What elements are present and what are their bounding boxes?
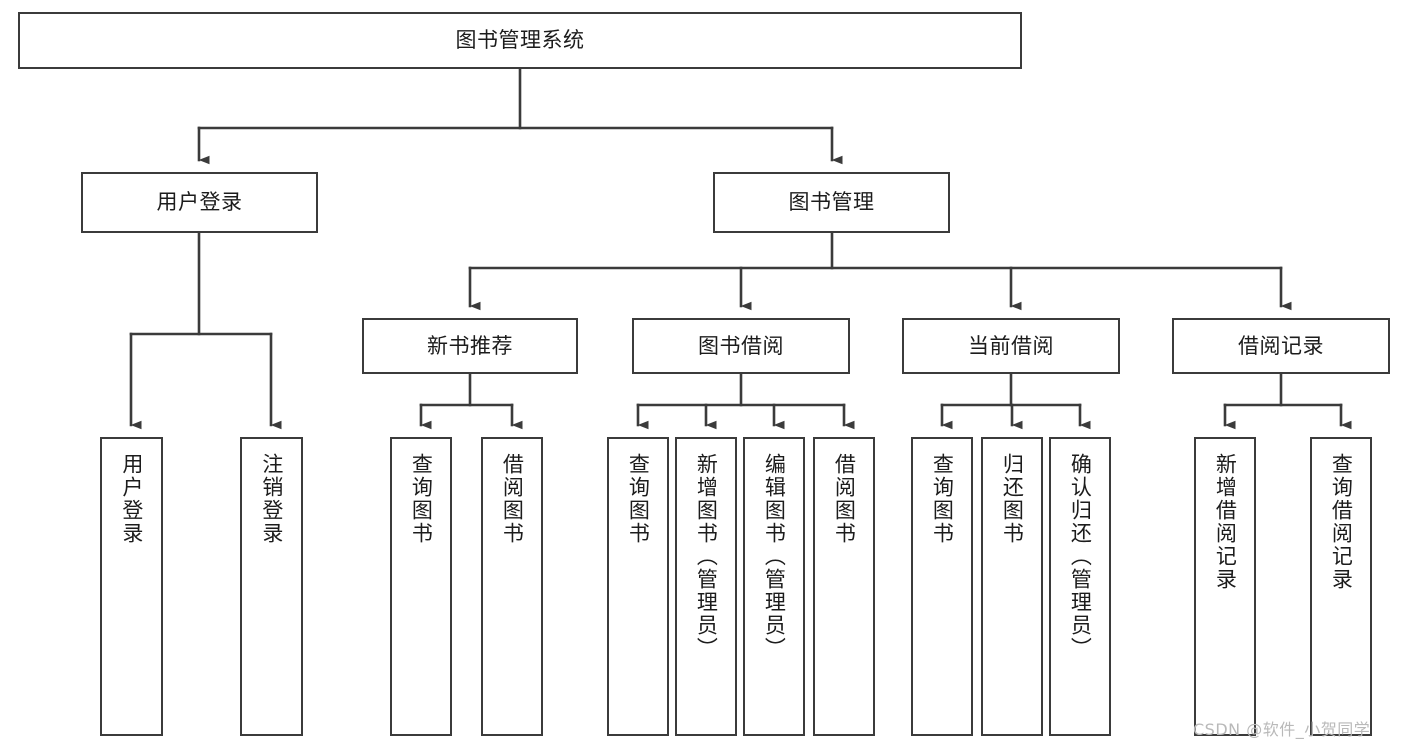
node-leaf-edit-book-admin[interactable]: 编辑图书（管理员）: [743, 437, 805, 736]
node-label: 查询图书: [409, 453, 434, 545]
node-leaf-logout[interactable]: 注销登录: [240, 437, 303, 736]
node-label: 借阅图书: [500, 453, 525, 545]
node-leaf-confirm-return-admin[interactable]: 确认归还（管理员）: [1049, 437, 1111, 736]
node-label: 用户登录: [156, 190, 243, 215]
node-label: 用户登录: [119, 453, 144, 545]
node-label: 当前借阅: [968, 333, 1054, 358]
node-leaf-return-book[interactable]: 归还图书: [981, 437, 1043, 736]
node-root-system[interactable]: 图书管理系统: [18, 12, 1022, 69]
node-label: 查询图书: [626, 453, 651, 545]
node-book-borrow[interactable]: 图书借阅: [632, 318, 850, 374]
node-leaf-borrow-book-recommend[interactable]: 借阅图书: [481, 437, 543, 736]
node-label: 图书管理: [788, 190, 875, 215]
node-current-borrow[interactable]: 当前借阅: [902, 318, 1120, 374]
node-label: 注销登录: [259, 453, 284, 545]
node-leaf-query-book-current[interactable]: 查询图书: [911, 437, 973, 736]
node-label: 图书借阅: [698, 333, 784, 358]
node-leaf-query-book-borrow[interactable]: 查询图书: [607, 437, 669, 736]
node-leaf-add-book-admin[interactable]: 新增图书（管理员）: [675, 437, 737, 736]
node-label: 查询借阅记录: [1329, 453, 1354, 591]
node-label: 新书推荐: [427, 333, 513, 358]
node-label: 编辑图书（管理员）: [762, 453, 787, 660]
node-borrow-record[interactable]: 借阅记录: [1172, 318, 1390, 374]
node-leaf-query-book-recommend[interactable]: 查询图书: [390, 437, 452, 736]
node-label: 借阅记录: [1238, 333, 1324, 358]
node-label: 借阅图书: [832, 453, 857, 545]
node-label: 图书管理系统: [455, 28, 585, 53]
node-label: 归还图书: [1000, 453, 1025, 545]
node-leaf-borrow-book[interactable]: 借阅图书: [813, 437, 875, 736]
node-user-login[interactable]: 用户登录: [81, 172, 318, 233]
node-label: 确认归还（管理员）: [1068, 453, 1093, 660]
node-leaf-add-borrow-record[interactable]: 新增借阅记录: [1194, 437, 1256, 736]
node-new-book-recommend[interactable]: 新书推荐: [362, 318, 578, 374]
node-label: 查询图书: [930, 453, 955, 545]
node-leaf-user-login[interactable]: 用户登录: [100, 437, 163, 736]
node-label: 新增图书（管理员）: [694, 453, 719, 660]
node-leaf-query-borrow-record[interactable]: 查询借阅记录: [1310, 437, 1372, 736]
node-label: 新增借阅记录: [1213, 453, 1238, 591]
node-book-management[interactable]: 图书管理: [713, 172, 950, 233]
